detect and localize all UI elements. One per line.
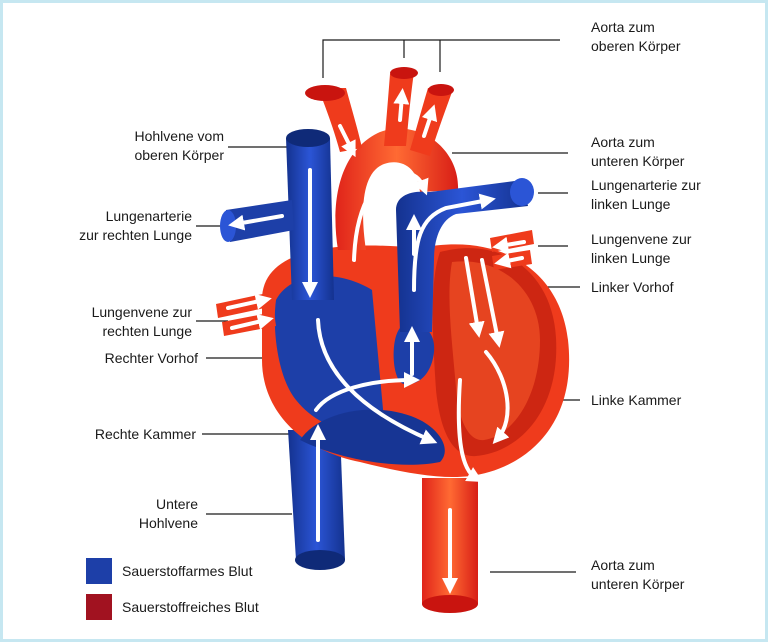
label-pulmonary-artery-left: Lungenarterie zur linken Lunge [591, 176, 701, 214]
label-vena-cava-superior: Hohlvene vom oberen Körper [40, 127, 224, 165]
legend-item-oxygenated: Sauerstoffreiches Blut [86, 594, 259, 620]
label-right-ventricle: Rechte Kammer [20, 425, 196, 444]
flow-arrow-15 [492, 236, 526, 253]
flow-arrow-19 [484, 350, 510, 444]
flow-arrow-18 [480, 258, 505, 348]
label-pulmonary-vein-right-line-1: Lungenvene zur [91, 304, 192, 320]
flow-arrow-2 [393, 88, 410, 122]
legend-swatch-deoxygenated [86, 558, 112, 584]
label-aorta-lower-bottom-line-1: Aorta zum [591, 557, 655, 573]
label-pulmonary-vein-right: Lungenvene zur rechten Lunge [20, 303, 192, 341]
flow-arrow-13 [226, 293, 272, 310]
label-vena-cava-inferior-line-1: Untere [155, 496, 198, 512]
label-right-atrium-line-1: Rechter Vorhof [104, 350, 198, 366]
label-pulmonary-vein-left-line-1: Lungenvene zur [591, 231, 692, 247]
label-pulmonary-artery-left-line-2: linken Lunge [591, 196, 671, 212]
label-aorta-lower-top-line-2: unteren Körper [591, 153, 685, 169]
legend-label-deoxygenated: Sauerstoffarmes Blut [122, 563, 253, 579]
label-pulmonary-artery-right: Lungenarterie zur rechten Lunge [20, 207, 192, 245]
leader-aorta-upper [322, 39, 560, 78]
label-right-ventricle-line-1: Rechte Kammer [94, 426, 196, 442]
flow-arrow-3 [421, 104, 438, 138]
flow-arrow-14 [230, 314, 274, 330]
label-pulmonary-artery-right-line-2: zur rechten Lunge [79, 227, 192, 243]
label-left-ventricle-line-1: Linke Kammer [591, 392, 682, 408]
flow-arrow-20 [456, 378, 483, 482]
flow-arrow-16 [494, 252, 524, 269]
flow-arrow-6 [228, 214, 284, 231]
label-vena-cava-inferior: Untere Hohlvene [60, 495, 198, 533]
flow-arrows [226, 88, 526, 594]
label-aorta-upper-line-2: oberen Körper [591, 38, 681, 54]
label-aorta-upper-line-1: Aorta zum [591, 19, 655, 35]
label-pulmonary-vein-left: Lungenvene zur linken Lunge [591, 230, 691, 268]
label-vena-cava-superior-line-2: oberen Körper [134, 147, 224, 163]
label-right-atrium: Rechter Vorhof [20, 349, 198, 368]
label-pulmonary-vein-right-line-2: rechten Lunge [102, 323, 192, 339]
label-left-atrium: Linker Vorhof [591, 278, 674, 297]
label-vena-cava-inferior-line-2: Hohlvene [138, 515, 198, 531]
label-aorta-lower-bottom: Aorta zum unteren Körper [591, 556, 684, 594]
label-left-atrium-line-1: Linker Vorhof [591, 279, 674, 295]
label-aorta-lower-top: Aorta zum unteren Körper [591, 133, 684, 171]
label-aorta-upper: Aorta zum oberen Körper [591, 18, 681, 56]
legend-label-oxygenated: Sauerstoffreiches Blut [122, 599, 259, 615]
label-pulmonary-vein-left-line-2: linken Lunge [591, 250, 671, 266]
legend-swatch-oxygenated [86, 594, 112, 620]
flow-arrow-11 [314, 372, 420, 412]
label-aorta-lower-top-line-1: Aorta zum [591, 134, 655, 150]
flow-arrow-17 [464, 256, 485, 338]
flow-arrow-4 [352, 169, 429, 262]
label-left-ventricle: Linke Kammer [591, 391, 681, 410]
flow-arrow-7 [412, 193, 496, 292]
label-vena-cava-superior-line-1: Hohlvene vom [134, 128, 225, 144]
legend-item-deoxygenated: Sauerstoffarmes Blut [86, 558, 252, 584]
label-pulmonary-artery-right-line-1: Lungenarterie [105, 208, 192, 224]
label-pulmonary-artery-left-line-1: Lungenarterie zur [591, 177, 701, 193]
flow-arrow-1 [338, 124, 356, 158]
label-aorta-lower-bottom-line-2: unteren Körper [591, 576, 685, 592]
